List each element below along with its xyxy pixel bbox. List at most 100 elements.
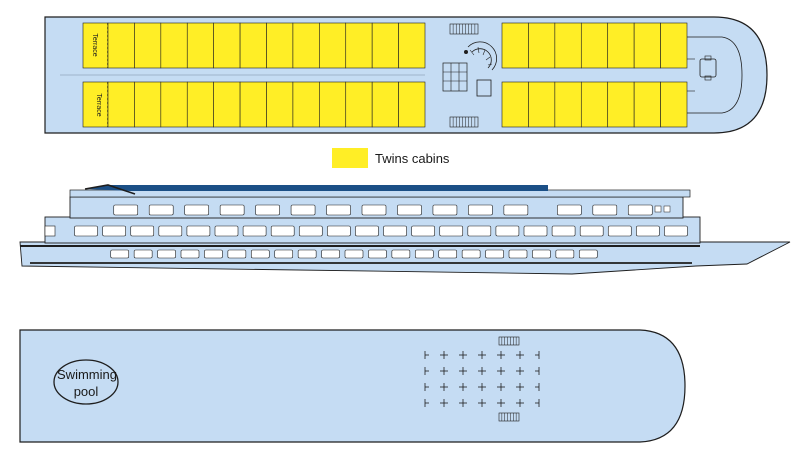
window-lower-3 (157, 249, 176, 259)
window-lower-4 (180, 249, 200, 259)
twin-cabin-bow-starboard-1 (501, 81, 529, 128)
central-lobby-area (442, 23, 498, 128)
twin-cabin-aft-starboard-4 (186, 81, 214, 128)
twin-cabin-bow-starboard-6 (633, 81, 661, 128)
sun-lounger-mark-20 (516, 383, 524, 391)
window-middle-14 (439, 225, 464, 237)
twin-cabin-bow-starboard-4 (580, 81, 609, 128)
sun-deck-stair-top-steps (501, 337, 517, 345)
twin-cabin-aft-starboard-7 (266, 81, 294, 128)
twin-cabin-aft-starboard-3 (160, 81, 188, 128)
sun-lounger-mark-9 (440, 367, 448, 375)
window-lower-5 (204, 249, 223, 259)
window-lower-9 (297, 249, 317, 259)
sun-deck-stair-bottom (498, 412, 520, 422)
window-middle-13 (411, 225, 435, 237)
twin-cabin-bow-port-4 (580, 22, 609, 69)
sun-lounger-mark-13 (516, 367, 524, 375)
window-middle-22 (664, 225, 688, 237)
sun-lounger-mark-2 (440, 351, 448, 359)
twin-cabin-aft-port-11 (371, 22, 399, 69)
window-middle-15 (467, 225, 492, 237)
twin-cabin-bow-port-5 (607, 22, 635, 69)
window-upper-1 (113, 204, 139, 216)
window-middle-18 (551, 225, 576, 237)
staircase-top (449, 23, 479, 35)
window-lower-1 (110, 249, 130, 259)
swimming-pool (53, 359, 119, 405)
window-lower-2 (133, 249, 153, 259)
window-upper-14 (592, 204, 618, 216)
window-lower-14 (414, 249, 434, 259)
twin-cabin-aft-starboard-10 (345, 81, 373, 128)
twin-cabin-aft-port-10 (345, 22, 373, 69)
window-lower-7 (250, 249, 270, 259)
window-lower-16 (461, 249, 481, 259)
twin-cabin-aft-port-12 (398, 22, 426, 69)
sun-lounger-grid (424, 351, 540, 407)
window-lower-19 (532, 249, 551, 259)
twin-cabin-aft-starboard-12 (398, 81, 426, 128)
window-middle-aft (44, 225, 56, 237)
twin-cabin-aft-port-2 (134, 22, 162, 69)
twin-cabin-bow-port-6 (633, 22, 661, 69)
lobby-counter (476, 79, 492, 97)
side-sun-deck-canopy (85, 185, 548, 191)
twin-cabin-bow-port-3 (554, 22, 582, 69)
window-middle-1 (74, 225, 98, 237)
window-lower-6 (227, 249, 247, 259)
window-middle-5 (186, 225, 211, 237)
twin-cabin-aft-port-5 (213, 22, 241, 69)
window-middle-12 (383, 225, 407, 237)
sun-lounger-mark-14 (535, 367, 540, 375)
staircase-top-steps (452, 24, 476, 34)
sun-lounger-mark-12 (497, 367, 505, 375)
sun-lounger-mark-10 (459, 367, 467, 375)
window-upper-bow-small-2 (663, 205, 671, 213)
window-lower-21 (578, 249, 598, 259)
twin-cabin-aft-starboard-8 (292, 81, 320, 128)
staircase-bottom-steps (452, 117, 476, 127)
twin-cabin-bow-starboard-3 (554, 81, 582, 128)
side-windows (44, 204, 688, 259)
window-lower-18 (508, 249, 528, 259)
window-middle-21 (636, 225, 660, 237)
sun-lounger-mark-4 (478, 351, 486, 359)
window-lower-17 (485, 249, 504, 259)
terrace-area-upper (82, 22, 109, 69)
sun-deck-hull (19, 329, 686, 443)
window-lower-8 (274, 249, 294, 259)
sun-lounger-mark-16 (440, 383, 448, 391)
window-middle-9 (298, 225, 323, 237)
twin-cabin-aft-starboard-6 (239, 81, 267, 128)
twin-cabin-aft-port-1 (107, 22, 135, 69)
sun-lounger-mark-17 (459, 383, 467, 391)
sun-lounger-mark-22 (424, 399, 429, 407)
terrace-label-lower: Terrace (95, 93, 102, 116)
side-funnel-stripe (84, 184, 136, 195)
window-lower-20 (555, 249, 575, 259)
window-middle-2 (102, 225, 126, 237)
window-upper-6 (290, 204, 316, 216)
upper-deck-plan: Terrace Terrace (44, 16, 768, 134)
window-middle-8 (270, 225, 295, 237)
twin-cabin-aft-starboard-2 (134, 81, 162, 128)
twin-cabin-aft-starboard-1 (107, 81, 135, 128)
sun-lounger-mark-6 (516, 351, 524, 359)
window-upper-bow-small-1 (654, 205, 662, 213)
window-lower-12 (368, 249, 387, 259)
sun-lounger-mark-18 (478, 383, 486, 391)
staircase-bottom (449, 116, 479, 128)
swimming-pool-label: Swimming (57, 367, 117, 382)
swimming-pool-label-line2: pool (74, 384, 99, 399)
window-upper-7 (326, 204, 351, 216)
upper-deck-cabins (107, 22, 688, 128)
window-upper-4 (219, 204, 245, 216)
twin-cabin-bow-starboard-5 (607, 81, 635, 128)
sun-lounger-mark-19 (497, 383, 505, 391)
window-lower-13 (391, 249, 411, 259)
sun-lounger-mark-21 (535, 383, 540, 391)
side-elevation (19, 184, 791, 275)
sun-lounger-mark-25 (478, 399, 486, 407)
